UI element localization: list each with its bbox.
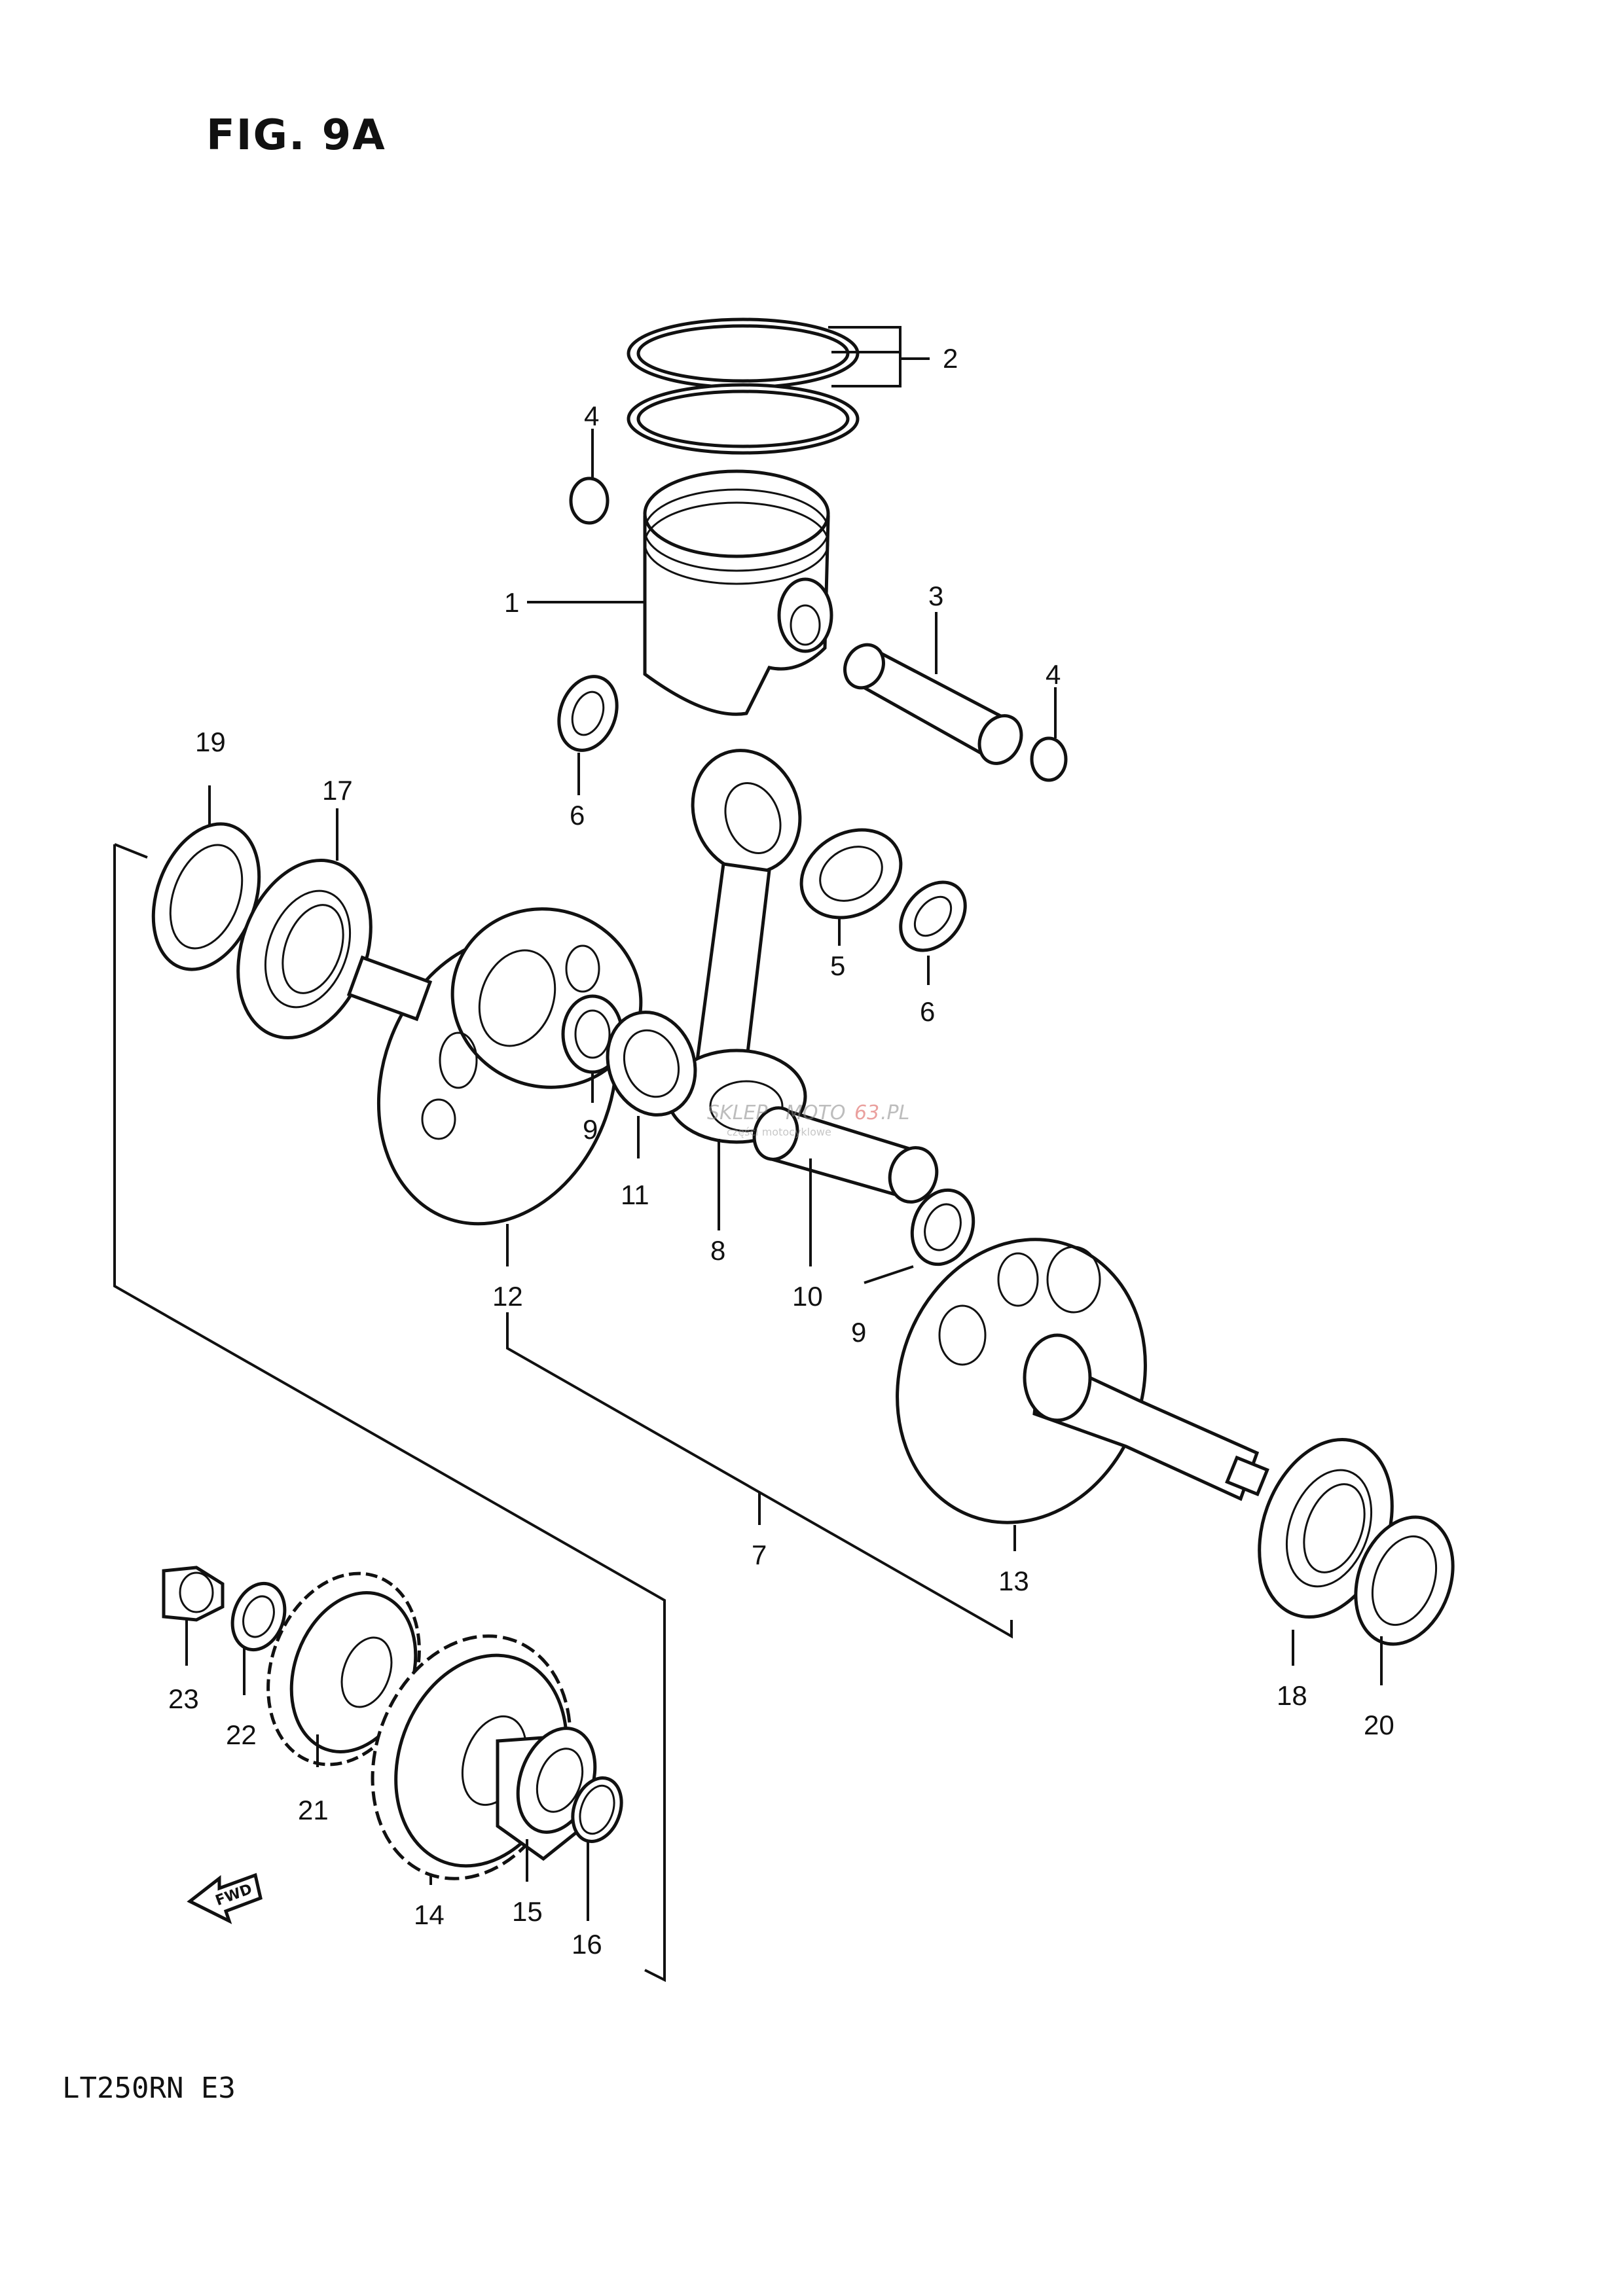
label-14: 14 bbox=[414, 1899, 445, 1930]
needle-bearing-small-part bbox=[799, 828, 903, 920]
oil-seal-right-part bbox=[1354, 1515, 1455, 1646]
label-3: 3 bbox=[928, 581, 943, 611]
washer-22-part bbox=[230, 1581, 287, 1652]
washer-9a-hole bbox=[574, 1009, 611, 1059]
watermark-e: części motocyklowe bbox=[727, 1126, 831, 1138]
piston-part bbox=[643, 469, 833, 716]
crankshaft-left-part bbox=[346, 907, 643, 1226]
needle-bearing-big-part bbox=[606, 1011, 697, 1117]
o-ring-part bbox=[571, 1776, 623, 1843]
connecting-rod-part bbox=[666, 749, 807, 1144]
circlip-lower-part bbox=[1030, 736, 1068, 782]
watermark-d: .PL bbox=[881, 1102, 909, 1124]
o-ring-inner bbox=[579, 1784, 615, 1835]
watermark: SKLEP MOTO 63 .PL części motocyklowe bbox=[707, 1102, 909, 1138]
label-11: 11 bbox=[621, 1179, 649, 1210]
crankshaft-right-part bbox=[896, 1238, 1269, 1524]
label-5: 5 bbox=[830, 950, 845, 981]
fwd-arrow-icon: FWD bbox=[187, 1873, 263, 1924]
piston-pin-part bbox=[843, 643, 1023, 765]
bracket-outer-top bbox=[114, 843, 148, 859]
model-code: LT250RN E3 bbox=[62, 2072, 236, 2105]
washer-9b-hole bbox=[924, 1203, 962, 1251]
label-13: 13 bbox=[998, 1566, 1029, 1596]
label-22: 22 bbox=[226, 1719, 257, 1750]
bracket-outer bbox=[113, 844, 666, 1982]
washer-lower-part bbox=[899, 880, 967, 952]
washer-22-hole bbox=[242, 1595, 275, 1638]
label-8: 8 bbox=[710, 1235, 725, 1266]
label-10: 10 bbox=[792, 1281, 823, 1312]
nut-part bbox=[162, 1566, 225, 1622]
circlip-upper-part bbox=[569, 476, 610, 525]
washer-lower-hole bbox=[913, 895, 953, 937]
piston-ring-set-part bbox=[627, 275, 860, 455]
label-19: 19 bbox=[195, 726, 226, 757]
crank-pin-part bbox=[752, 1106, 939, 1204]
label-6a: 6 bbox=[570, 800, 585, 831]
ring-bracket bbox=[828, 326, 902, 387]
label-15: 15 bbox=[512, 1896, 543, 1927]
label-9b: 9 bbox=[851, 1317, 866, 1348]
label-23: 23 bbox=[168, 1683, 199, 1714]
watermark-a: SKLEP bbox=[707, 1102, 768, 1124]
washer-upper-part bbox=[557, 675, 619, 752]
label-18: 18 bbox=[1277, 1680, 1307, 1711]
watermark-b: MOTO bbox=[786, 1102, 845, 1124]
label-12: 12 bbox=[492, 1281, 523, 1312]
label-20: 20 bbox=[1364, 1710, 1394, 1740]
gear-21-part bbox=[266, 1571, 421, 1767]
label-7: 7 bbox=[752, 1539, 767, 1570]
label-2: 2 bbox=[943, 343, 958, 374]
label-4a: 4 bbox=[584, 401, 599, 431]
label-21: 21 bbox=[298, 1795, 329, 1825]
bearing-left-part bbox=[236, 858, 373, 1040]
watermark-c: 63 bbox=[854, 1102, 879, 1124]
label-1: 1 bbox=[504, 587, 519, 618]
washer-9b-part bbox=[910, 1188, 975, 1266]
label-16: 16 bbox=[572, 1929, 602, 1960]
label-17: 17 bbox=[322, 775, 353, 806]
label-9a: 9 bbox=[583, 1114, 598, 1145]
leader-9b bbox=[864, 1265, 914, 1284]
figure-title: FIG. 9A bbox=[206, 111, 386, 160]
label-4b: 4 bbox=[1046, 659, 1061, 690]
washer-upper-hole bbox=[571, 691, 605, 736]
oil-seal-left-part bbox=[151, 822, 261, 971]
label-6b: 6 bbox=[920, 996, 935, 1027]
